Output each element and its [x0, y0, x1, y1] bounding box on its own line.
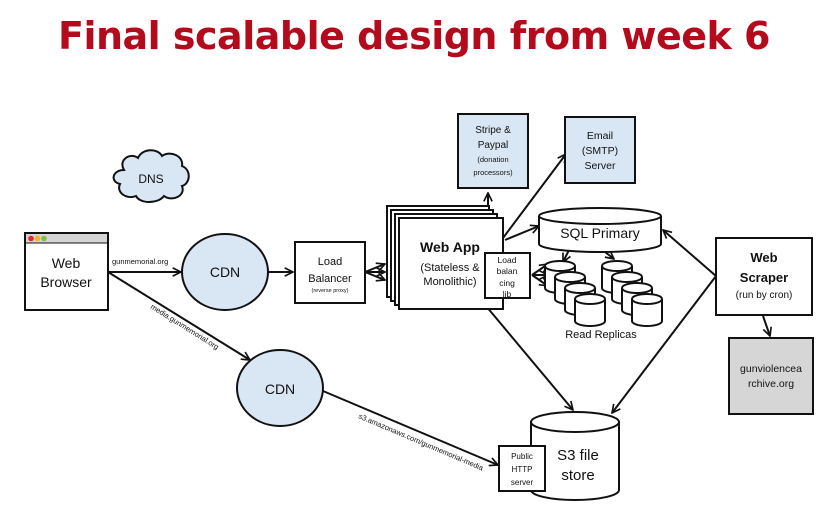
gva-2: rchive.org: [748, 378, 794, 390]
lb-lib-2: balan: [497, 266, 518, 276]
dns-node: DNS: [112, 149, 190, 203]
sql-primary-label: SQL Primary: [560, 225, 640, 241]
lb-lib-node: Load balan cing lib: [484, 252, 531, 299]
read-replica-db-icon: [574, 293, 606, 327]
cdn-main-node: CDN: [181, 233, 269, 311]
edge-label-s3-url: s3.amazonaws.com/gunmemorial-media: [357, 412, 485, 473]
email-node: Email (SMTP) Server: [564, 116, 636, 184]
edge-scraper-sql: [663, 230, 717, 277]
edge-webapp-email: [502, 154, 566, 239]
scraper-1: Web: [750, 250, 777, 265]
web-scraper-node: Web Scraper (run by cron): [715, 237, 813, 316]
lb-sublabel: (reverse proxy): [312, 288, 349, 294]
browser-close-dot: [28, 235, 34, 242]
s3-1: S3 file: [557, 447, 599, 464]
payments-2: Paypal: [478, 140, 509, 151]
browser-label-2: Browser: [40, 274, 92, 290]
http-2: HTTP: [512, 465, 533, 474]
edge-webapp-s3: [485, 305, 573, 410]
lb-label-2: Balancer: [308, 273, 352, 285]
edge-lb-webapp-3: [364, 271, 385, 280]
cdn-media-node: CDN: [236, 349, 324, 427]
web-app-sub-1: (Stateless &: [420, 262, 480, 274]
browser-label-1: Web: [52, 255, 81, 271]
load-balancer-node: Load Balancer (reverse proxy): [294, 241, 366, 304]
browser-max-dot: [41, 235, 47, 242]
payments-node: Stripe & Paypal (donation processors): [457, 113, 529, 189]
web-app-sub-2: Monolithic): [423, 276, 476, 288]
web-browser-node: Web Browser: [24, 232, 109, 311]
lb-lib-4: lib: [503, 289, 512, 299]
edge-media-cdn-http: [322, 390, 498, 465]
dns-label: DNS: [138, 172, 163, 186]
edge-webapp-sql: [504, 226, 539, 241]
email-1: Email: [587, 130, 613, 142]
cloud-icon: [112, 149, 190, 203]
web-app-node: Web App (Stateless & Monolithic): [386, 205, 504, 310]
edge-scraper-s3: [612, 275, 717, 413]
lb-label-1: Load: [318, 256, 342, 268]
s3-2: store: [561, 467, 594, 484]
payments-3: (donation: [477, 155, 508, 164]
lb-lib-1: Load: [498, 255, 517, 265]
http-3: server: [511, 478, 534, 487]
email-3: Server: [585, 160, 616, 172]
edge-browser-media-cdn: [107, 271, 250, 360]
cdn-main-label: CDN: [210, 264, 240, 280]
http-1: Public: [511, 452, 533, 461]
gva-1: gunviolencea: [740, 363, 802, 375]
edge-label-gunmemorial: gunmemorial.org: [112, 257, 168, 266]
slide-title: Final scalable design from week 6: [57, 14, 771, 58]
lb-lib-3: cing: [499, 278, 515, 288]
edge-lb-webapp-1: [364, 264, 385, 273]
edge-label-media: media.gunmemorial.org: [149, 302, 221, 351]
web-app-title: Web App: [420, 239, 480, 255]
read-replicas-label: Read Replicas: [565, 329, 637, 341]
payments-4: processors): [473, 168, 513, 177]
scraper-3: (run by cron): [736, 290, 793, 301]
cdn-media-label: CDN: [265, 381, 295, 397]
s3-node: S3 file store: [530, 411, 620, 501]
email-2: (SMTP): [582, 145, 618, 157]
read-replicas-node: [544, 260, 663, 327]
gun-violence-archive-node: gunviolencea rchive.org: [728, 337, 814, 415]
payments-1: Stripe &: [475, 125, 511, 136]
scraper-2: Scraper: [740, 270, 788, 285]
browser-titlebar: [26, 234, 107, 243]
http-server-node: Public HTTP server: [498, 445, 546, 492]
edge-scraper-gva: [762, 315, 770, 336]
read-replica-db-icon: [631, 293, 663, 327]
sql-primary-node: SQL Primary: [538, 207, 662, 253]
browser-min-dot: [34, 235, 41, 242]
